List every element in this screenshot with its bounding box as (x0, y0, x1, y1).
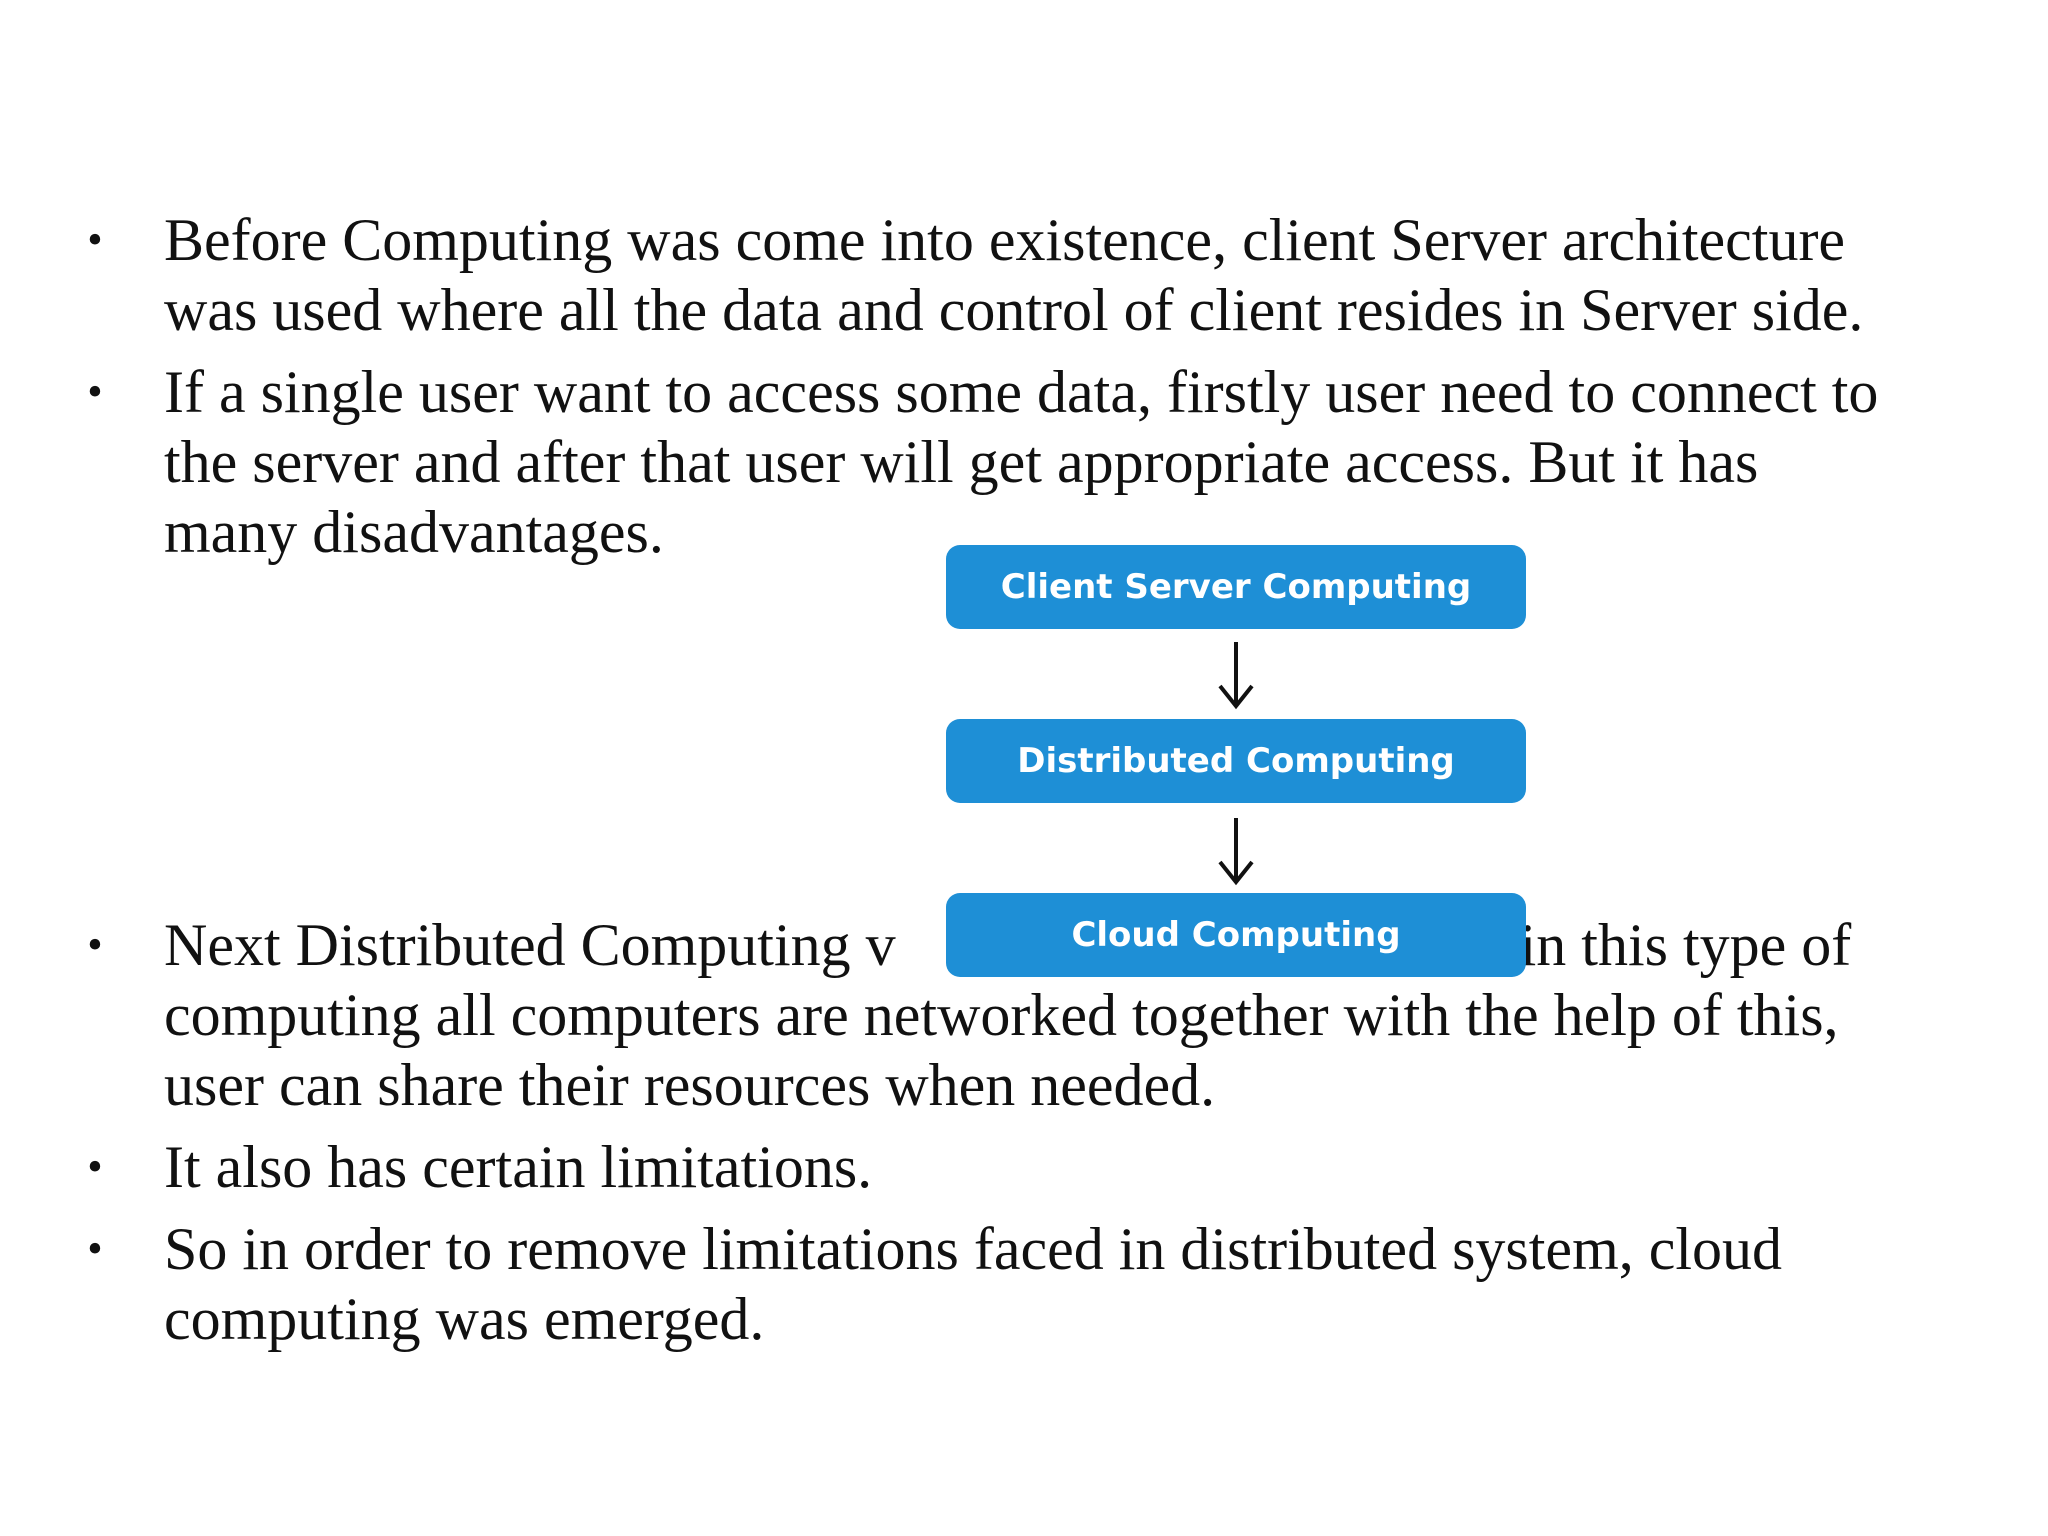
bullet-line: Before Computing was come into existence… (164, 207, 1846, 273)
arrow-down-icon (1218, 818, 1254, 886)
bullet-list-top: • Before Computing was come into existen… (80, 205, 1878, 567)
bullet-dot-icon: • (87, 920, 103, 969)
bullet-line: computing all computers are networked to… (164, 982, 1839, 1048)
bullet-line-trail: in this type of (1519, 912, 1852, 978)
bullet-line: was used where all the data and control … (164, 277, 1864, 343)
arrow-down-icon (1218, 642, 1254, 710)
flow-step-distributed: Distributed Computing (946, 719, 1526, 803)
bullet-line: many disadvantages. (164, 499, 664, 565)
bullet-line: computing was emerged. (164, 1286, 765, 1352)
bullet-item: • It also has certain limitations. (80, 1132, 1851, 1202)
flow-step-cloud: Cloud Computing (946, 893, 1526, 977)
bullet-item: • So in order to remove limitations face… (80, 1214, 1851, 1354)
bullet-line: the server and after that user will get … (164, 429, 1759, 495)
bullet-list-bottom: • Next Distributed Computing v in this ty… (80, 910, 1851, 1354)
bullet-line: So in order to remove limitations faced … (164, 1216, 1783, 1282)
bullet-dot-icon: • (87, 1142, 103, 1191)
bullet-item: • If a single user want to access some d… (80, 357, 1878, 567)
bullet-dot-icon: • (87, 215, 103, 264)
bullet-line: If a single user want to access some dat… (164, 359, 1879, 425)
bullet-dot-icon: • (87, 367, 103, 416)
flow-step-client-server: Client Server Computing (946, 545, 1526, 629)
bullet-line-lead: Next Distributed Computing v (164, 912, 896, 978)
bullet-line-split: Next Distributed Computing v in this type… (164, 910, 1851, 980)
bullet-dot-icon: • (87, 1224, 103, 1273)
bullet-item: • Next Distributed Computing v in this ty… (80, 910, 1851, 1120)
bullet-line: user can share their resources when need… (164, 1052, 1216, 1118)
bullet-line: It also has certain limitations. (164, 1134, 873, 1200)
bullet-item: • Before Computing was come into existen… (80, 205, 1878, 345)
